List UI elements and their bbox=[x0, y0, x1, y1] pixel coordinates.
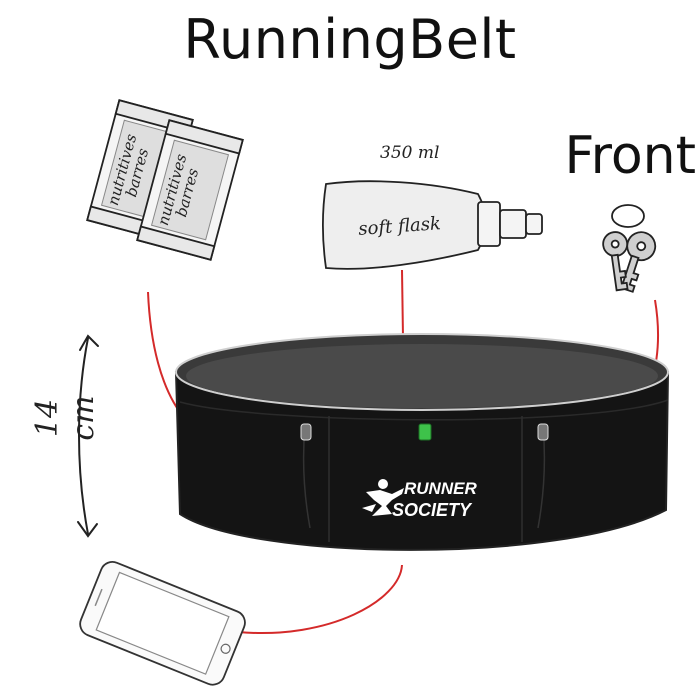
flask-callout-line bbox=[401, 269, 404, 339]
brand-line2: SOCIETY bbox=[392, 500, 473, 520]
zipper-pull-right-icon bbox=[537, 423, 549, 441]
product-title: RunningBelt bbox=[183, 8, 517, 71]
belt-inner bbox=[186, 344, 658, 408]
zipper-pull-left-icon bbox=[300, 423, 312, 441]
runner-logo-icon bbox=[362, 479, 404, 516]
height-arrow-icon bbox=[77, 334, 99, 538]
nutrition-bars-icon bbox=[86, 99, 244, 261]
phone-callout-line bbox=[237, 564, 403, 634]
front-label: Front bbox=[564, 126, 696, 186]
flask-volume-label: 350 ml bbox=[380, 143, 440, 163]
brand-line1: RUNNER bbox=[404, 479, 477, 498]
smartphone-icon bbox=[79, 561, 246, 686]
running-belt: RUNNER SOCIETY bbox=[174, 333, 670, 551]
keys-icon bbox=[602, 204, 657, 293]
green-indicator bbox=[418, 423, 432, 441]
soft-flask-icon bbox=[322, 180, 543, 270]
